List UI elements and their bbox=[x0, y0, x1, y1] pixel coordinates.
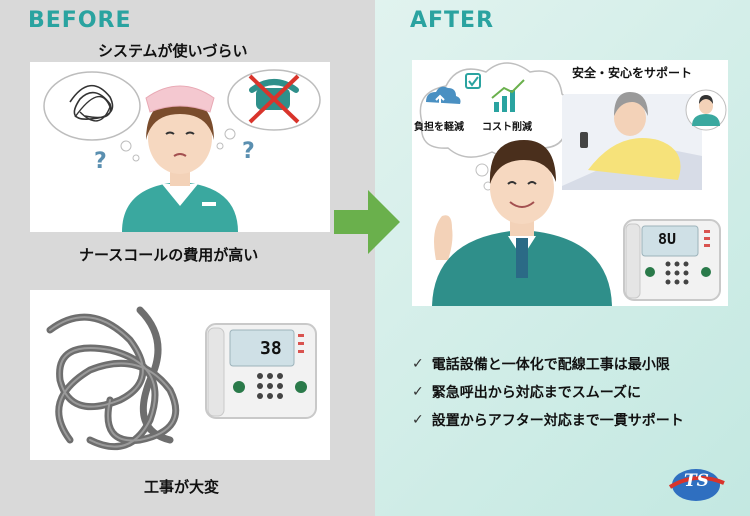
company-logo-icon bbox=[668, 469, 725, 501]
device-display-before: 38 bbox=[260, 338, 282, 359]
check-icon: ✓ bbox=[412, 412, 424, 428]
worker-card: 負担を軽減 コスト削減 8U bbox=[412, 60, 728, 306]
problem-construction: 工事が大変 bbox=[144, 478, 220, 496]
tangled-cable-highlight bbox=[49, 316, 177, 448]
patient-in-bed bbox=[562, 92, 702, 190]
phone-exchange-device-after bbox=[623, 219, 721, 301]
smiling-worker-illustration bbox=[419, 62, 727, 306]
wiring-card: 38 bbox=[30, 290, 330, 460]
after-title: AFTER bbox=[410, 8, 495, 33]
nurse-card: ? ? bbox=[30, 62, 330, 232]
bubble-label-cost: コスト削減 bbox=[482, 122, 532, 133]
cloud-upload-icon bbox=[426, 86, 461, 106]
benefit-item: ✓ 緊急呼出から対応までスムーズに bbox=[412, 378, 684, 406]
tangled-cable-icon bbox=[46, 306, 180, 451]
logo-text: TS bbox=[684, 471, 709, 491]
nurse-figure bbox=[122, 85, 238, 232]
crossed-phone-thought-icon bbox=[216, 69, 321, 150]
benefit-item: ✓ 電話設備と一体化で配線工事は最小限 bbox=[412, 350, 684, 378]
worker-figure bbox=[432, 140, 612, 306]
support-label: 安全・安心をサポート bbox=[572, 66, 693, 80]
check-icon: ✓ bbox=[412, 356, 424, 372]
benefit-list: ✓ 電話設備と一体化で配線工事は最小限 ✓ 緊急呼出から対応までスムーズに ✓ … bbox=[412, 350, 684, 434]
benefit-text: 設置からアフター対応まで一貫サポート bbox=[431, 413, 684, 429]
company-logo: TS bbox=[660, 465, 732, 511]
tangled-cable-illustration bbox=[46, 306, 317, 451]
staff-avatar-icon bbox=[685, 89, 727, 131]
growth-chart-icon bbox=[491, 79, 525, 112]
device-display-after: 8U bbox=[658, 230, 677, 248]
benefit-item: ✓ 設置からアフター対応まで一貫サポート bbox=[412, 406, 684, 434]
check-icon: ✓ bbox=[412, 384, 424, 400]
benefit-text: 電話設備と一体化で配線工事は最小限 bbox=[431, 357, 670, 373]
right-arrow-icon bbox=[334, 190, 400, 254]
svg-text:?: ? bbox=[242, 139, 255, 164]
bubble-label-burden: 負担を軽減 bbox=[414, 122, 464, 133]
confused-nurse-illustration: ? ? bbox=[43, 69, 321, 232]
checkbox-icon bbox=[465, 73, 481, 89]
benefit-text: 緊急呼出から対応までスムーズに bbox=[431, 385, 642, 401]
phone-exchange-device-before bbox=[205, 323, 317, 419]
svg-text:?: ? bbox=[94, 149, 107, 174]
problem-usability: システムが使いづらい bbox=[98, 42, 248, 60]
before-title: BEFORE bbox=[28, 8, 132, 33]
tangle-thought-icon bbox=[43, 71, 141, 162]
problem-cost: ナースコールの費用が高い bbox=[79, 246, 259, 264]
